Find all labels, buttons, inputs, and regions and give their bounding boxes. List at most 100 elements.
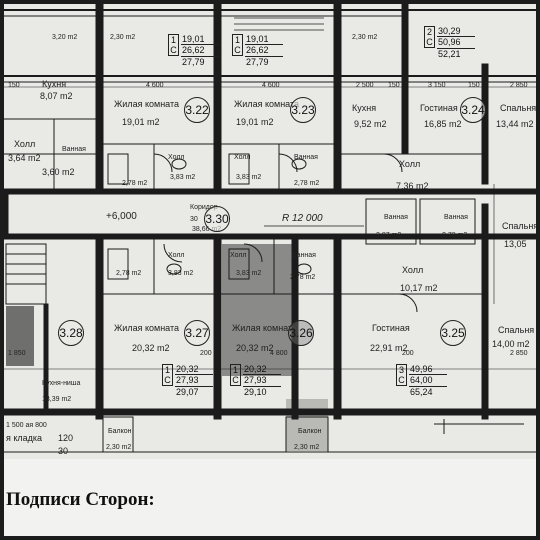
- room-name: Жилая комната: [114, 323, 180, 333]
- dimension: 150: [388, 82, 400, 89]
- dimension: 3 150: [428, 82, 446, 89]
- dimension: 2,30 m2: [294, 444, 320, 451]
- room-area: 2,78 m2: [122, 180, 148, 187]
- balcony-label: Балкон: [108, 428, 132, 435]
- room-name: Ванная: [292, 252, 316, 259]
- wall-dim: 120: [58, 433, 74, 443]
- room-name: Холл: [399, 159, 421, 169]
- room-area: 9,52 m2: [354, 119, 387, 129]
- wall-type: я кладка: [6, 433, 43, 443]
- dimension: 4 800: [270, 350, 288, 357]
- dimension: 2 850: [510, 82, 528, 89]
- dimension: 4 600: [146, 82, 164, 89]
- room-area: 3,83 m2: [236, 174, 262, 181]
- apartment-number: 3.22: [184, 97, 210, 123]
- room-name: Холл: [168, 154, 185, 161]
- room-name: Спальня: [498, 325, 535, 335]
- room-area: 13,05: [504, 239, 527, 249]
- radius-label: R 12 000: [282, 213, 323, 224]
- room-name: Кухня: [352, 103, 377, 113]
- room-name: Коридор: [190, 204, 218, 211]
- room-name: Холл: [168, 252, 185, 259]
- room-area: 20,32 m2: [236, 343, 274, 353]
- apartment-number: 3.27: [184, 320, 210, 346]
- room-area: 3,87 m2: [376, 232, 402, 239]
- room-area: 10,17 m2: [400, 283, 438, 293]
- footer: Подписи Сторон:: [4, 459, 536, 536]
- room-area: 38,66 m2: [192, 226, 222, 233]
- room-area: 2,78 m2: [290, 274, 316, 281]
- level-mark: +6,000: [106, 211, 137, 222]
- floor-plan: Кухня 8,07 m2 Холл 3,64 m2 Ванная 3,60 m…: [4, 4, 536, 459]
- room-name: Холл: [234, 154, 251, 161]
- room-name: Жилая комната: [234, 99, 300, 109]
- wall-dim: 30: [58, 446, 69, 456]
- room-area: 19,01 m2: [122, 117, 160, 127]
- apartment-number: 3.25: [440, 320, 466, 346]
- room-area: 3,83 m2: [170, 174, 196, 181]
- room-area: 3,60 m2: [42, 167, 75, 177]
- room-name: Холл: [14, 139, 36, 149]
- dimension: 4 600: [262, 82, 280, 89]
- room-area: 20,32 m2: [132, 343, 170, 353]
- document-page: Кухня 8,07 m2 Холл 3,64 m2 Ванная 3,60 m…: [4, 4, 536, 536]
- dimension: 200: [200, 350, 212, 357]
- corridor-dim: 30: [190, 216, 198, 223]
- room-name: Ванная: [294, 154, 318, 161]
- balcony-label: Балкон: [298, 428, 322, 435]
- dimension: 2,30 m2: [106, 444, 132, 451]
- room-area: 3,64 m2: [8, 153, 41, 163]
- room-area: 2,78 m2: [116, 270, 142, 277]
- dimension: 150: [468, 82, 480, 89]
- room-name: Гостиная: [372, 323, 410, 333]
- room-name: Жилая комната: [232, 323, 298, 333]
- room-area: 13,39 m2: [42, 396, 72, 403]
- room-name: Спальня: [500, 103, 536, 113]
- apartment-number: 3.28: [58, 320, 84, 346]
- room-area: 8,07 m2: [40, 91, 73, 101]
- floor-plan-drawing: [4, 4, 536, 453]
- dimension: 150: [8, 82, 20, 89]
- room-name: Ванная: [444, 214, 468, 221]
- room-name: Гостиная: [420, 103, 458, 113]
- room-area: 7,36 m2: [396, 181, 429, 191]
- room-area: 3,83 m2: [236, 270, 262, 277]
- signatures-title: Подписи Сторон:: [6, 489, 155, 510]
- dimension: 2 500: [356, 82, 374, 89]
- room-name: Холл: [230, 252, 247, 259]
- room-area: 14,00 m2: [492, 339, 530, 349]
- room-area: 3,83 m2: [168, 270, 194, 277]
- apartment-number: 3.26: [288, 320, 314, 346]
- apartment-number: 3.24: [460, 97, 486, 123]
- room-area: 19,01 m2: [236, 117, 274, 127]
- room-area: 13,44 m2: [496, 119, 534, 129]
- room-name: Холл: [402, 265, 424, 275]
- shaded-apartment-area: [222, 244, 292, 376]
- room-name: Кухня: [42, 79, 67, 89]
- room-name: Спальня: [502, 221, 536, 231]
- dimension: 2 850: [510, 350, 528, 357]
- dimension: 200: [402, 350, 414, 357]
- apartment-number: 3.30: [204, 206, 230, 232]
- room-area: 16,85 m2: [424, 119, 462, 129]
- dimension: 1 500 ая 800: [6, 422, 47, 429]
- dimension: 2,30 m2: [352, 34, 378, 41]
- apartment-number: 3.23: [290, 97, 316, 123]
- shaded-stair: [6, 306, 34, 366]
- room-name: Ванная: [384, 214, 408, 221]
- room-name: Кухня-ниша: [42, 380, 81, 387]
- room-area: 22,91 m2: [370, 343, 408, 353]
- room-name: Жилая комната: [114, 99, 180, 109]
- dimension: 1 850: [8, 350, 26, 357]
- dimension: 3,20 m2: [52, 34, 78, 41]
- dimension: 2,30 m2: [110, 34, 136, 41]
- room-area: 2,78 m2: [442, 232, 468, 239]
- room-name: Ванная: [62, 146, 86, 153]
- room-area: 2,78 m2: [294, 180, 320, 187]
